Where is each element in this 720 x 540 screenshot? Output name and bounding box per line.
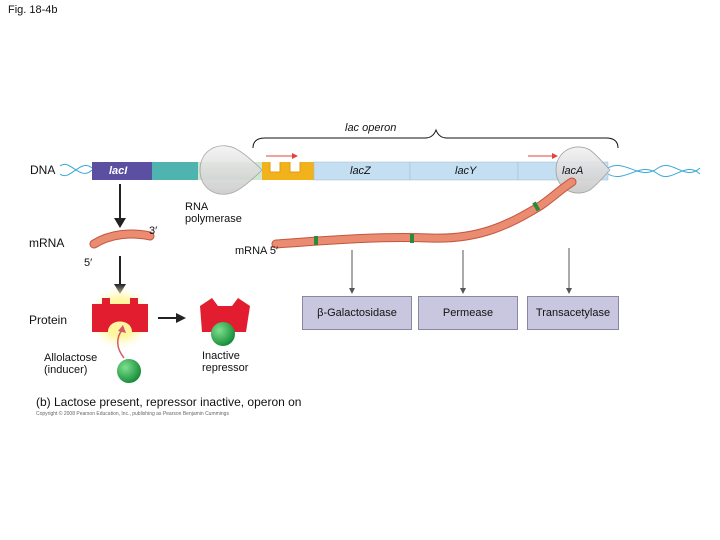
- permease-label: Permease: [442, 307, 494, 319]
- protein-row-label: Protein: [29, 313, 68, 327]
- figure-label: Fig. 18-4b: [8, 4, 58, 16]
- five-prime-end-label: 5′: [84, 257, 93, 269]
- three-prime-end-label: 3′: [149, 225, 158, 237]
- figure-caption: (b) Lactose present, repressor inactive,…: [36, 395, 302, 409]
- active-repressor: [92, 298, 148, 332]
- rna-polymerase-shape: [199, 145, 263, 195]
- mrna-stop-codon-3: [532, 201, 541, 212]
- mrna-stop-codon-1: [314, 236, 318, 245]
- lacI-gene: [92, 162, 152, 180]
- dna-helix-left: [59, 163, 93, 177]
- mrna-stop-codon-2: [410, 234, 414, 243]
- lacA-gene-label: lacA: [562, 165, 584, 177]
- mrna-row-label: mRNA: [29, 236, 65, 250]
- beta-galactosidase-label: β-Galactosidase: [317, 307, 397, 319]
- dna-spacer: [152, 162, 198, 180]
- lacI-gene-label: lacI: [109, 165, 128, 177]
- translation-arrow-heads: [349, 288, 572, 294]
- beta-galactosidase-box: β-Galactosidase: [302, 296, 412, 330]
- transacetylase-box: Transacetylase: [527, 296, 619, 330]
- lacY-gene-label: lacY: [455, 165, 477, 177]
- bound-inducer: [211, 322, 235, 346]
- allolactose-molecule: [117, 359, 141, 383]
- operon-brace: [252, 128, 619, 149]
- operon-mrna: [272, 178, 576, 248]
- inactivation-arrow-head: [176, 313, 186, 323]
- permease-box: Permease: [418, 296, 518, 330]
- lacI-mrna-fill: [90, 230, 154, 248]
- operon-label: lac operon: [345, 122, 396, 134]
- transacetylase-label: Transacetylase: [535, 307, 611, 319]
- copyright-notice: Copyright © 2008 Pearson Education, Inc.…: [36, 411, 229, 417]
- inactive-repressor: [200, 298, 250, 332]
- inducer-binding-arrow: [117, 329, 125, 359]
- operator-notches: [269, 162, 301, 173]
- dna-row-label: DNA: [30, 163, 56, 177]
- transcription-arrow-2-head: [552, 153, 558, 159]
- inducer-binding-arrow-head: [118, 325, 126, 333]
- dna-helix-right: [607, 165, 701, 177]
- lacZ-gene-label: lacZ: [350, 165, 371, 177]
- translation-arrows: [351, 248, 570, 290]
- rna-polymerase-label: RNA polymerase: [185, 201, 242, 225]
- allolactose-label: Allolactose (inducer): [44, 352, 98, 377]
- lacI-to-mrna-arrow-head: [114, 218, 126, 228]
- operon-mrna-label: mRNA 5′: [235, 245, 279, 257]
- operon-label-text: lac operon: [345, 122, 397, 134]
- transcription-arrow-1-head: [292, 153, 298, 159]
- inactive-repressor-label: Inactive repressor: [202, 350, 249, 375]
